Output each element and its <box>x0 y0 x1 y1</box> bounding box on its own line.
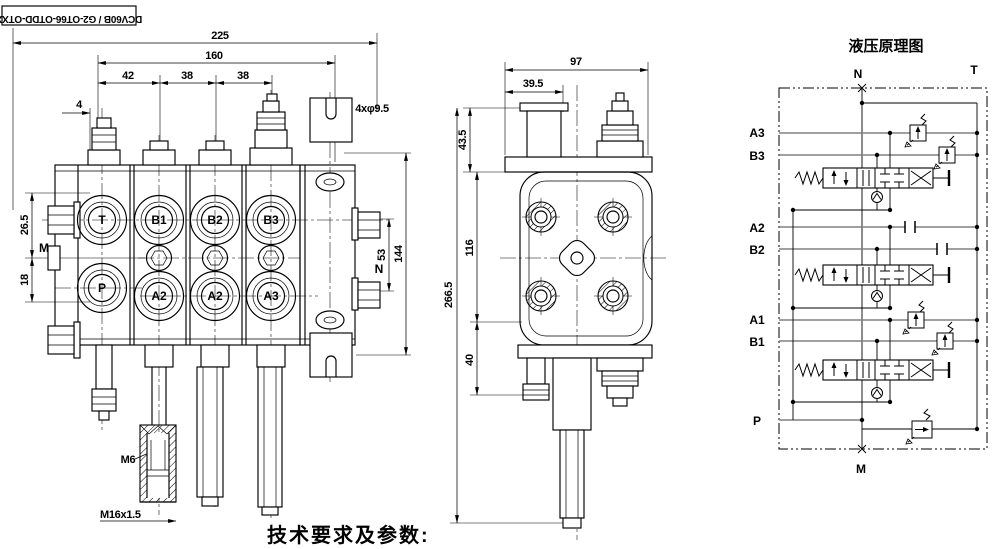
dim-side-width: 97 <box>570 56 582 68</box>
port-t-label: T <box>98 213 106 227</box>
port-p-label: P <box>98 281 106 295</box>
relief-valve-icon <box>904 113 927 148</box>
check-valve-icon <box>871 387 883 399</box>
schematic-port-a1: A1 <box>749 313 765 327</box>
left-fasteners <box>47 201 81 359</box>
dim-mounting-holes: 4xφ9.5 <box>355 103 389 115</box>
port-b2-label: B2 <box>207 213 223 227</box>
thread-m16-label: M16x1.5 <box>100 509 141 521</box>
relief-valve-icon <box>933 135 956 170</box>
dim-left-upper: 26.5 <box>19 215 31 235</box>
junction-dots <box>790 100 980 432</box>
dim-overall-width: 225 <box>211 30 229 42</box>
port-m-label: M <box>39 241 49 255</box>
top-caps <box>87 93 293 166</box>
dim-right-height: 144 <box>393 244 405 263</box>
schematic-t-label: T <box>970 63 978 77</box>
schematic-port-a2: A2 <box>749 221 765 235</box>
port-b1-label: B1 <box>151 213 167 227</box>
spool-end-detail <box>139 424 177 503</box>
schematic-port-b1: B1 <box>749 335 765 349</box>
dim-pitch-3: 38 <box>237 70 249 82</box>
schematic-port-a3: A3 <box>749 126 765 140</box>
relief-valve-icon <box>931 321 954 356</box>
port-b3-label: B3 <box>263 213 279 227</box>
dim-side-offset: 39.5 <box>523 78 543 90</box>
hydraulic-schematic: 液压原理图 N T M A3 B3 A2 B2 A1 B1 P <box>749 37 988 476</box>
port-a2b-label: A2 <box>207 289 223 303</box>
bottom-bolt-stack <box>596 357 644 407</box>
schematic-n-label: N <box>854 67 863 81</box>
side-view: 97 39.5 43.5 116 266.5 40 <box>443 56 668 540</box>
dim-group-width: 160 <box>205 50 223 62</box>
schematic-port-b3: B3 <box>749 149 765 163</box>
dim-side-top: 43.5 <box>457 130 469 150</box>
thread-m6-label: M6 <box>121 454 136 466</box>
valve-module-2 <box>793 263 951 287</box>
mounting-bracket-top <box>309 97 353 143</box>
valve-module-3 <box>793 166 951 190</box>
dim-pitch-1: 42 <box>122 70 134 82</box>
right-fasteners <box>351 207 381 311</box>
dim-pitch-2: 38 <box>181 70 193 82</box>
bottom-stems <box>91 344 286 516</box>
port-circles <box>76 194 297 322</box>
technical-notes-heading: 技术要求及参数: <box>267 523 430 547</box>
model-code-label: DCV60B / G2-OT66-OTDD-OTXX <box>0 13 142 24</box>
dim-right-span: 53 <box>376 249 388 261</box>
dim-left-lower: 18 <box>19 274 31 286</box>
dim-side-overall: 266.5 <box>443 282 455 308</box>
hex-plugs <box>145 244 285 272</box>
top-bolt-stack <box>596 92 644 158</box>
port-a2a-label: A2 <box>151 289 167 303</box>
main-relief-valve-icon <box>905 408 933 445</box>
socket-bolts <box>525 201 629 312</box>
dim-side-bottom: 40 <box>464 354 476 366</box>
schematic-port-p: P <box>753 414 761 428</box>
schematic-title: 液压原理图 <box>848 37 923 55</box>
front-view: 225 160 42 38 38 4 4xφ9.5 26.5 18 53 144… <box>12 28 411 523</box>
dim-side-mid: 116 <box>464 239 476 256</box>
valve-module-1 <box>793 358 951 382</box>
check-valve-icon <box>871 290 883 302</box>
port-a3-label: A3 <box>263 289 279 303</box>
mounting-bracket-bottom <box>309 332 353 378</box>
dim-small-offset: 4 <box>76 99 83 111</box>
title-block: DCV60B / G2-OT66-OTDD-OTXX <box>0 5 142 26</box>
check-valve-icon <box>871 191 883 203</box>
port-n-label: N <box>375 262 384 276</box>
schematic-port-b2: B2 <box>749 243 765 257</box>
relief-valve-icon <box>902 300 925 335</box>
schematic-m-label: M <box>856 462 866 476</box>
